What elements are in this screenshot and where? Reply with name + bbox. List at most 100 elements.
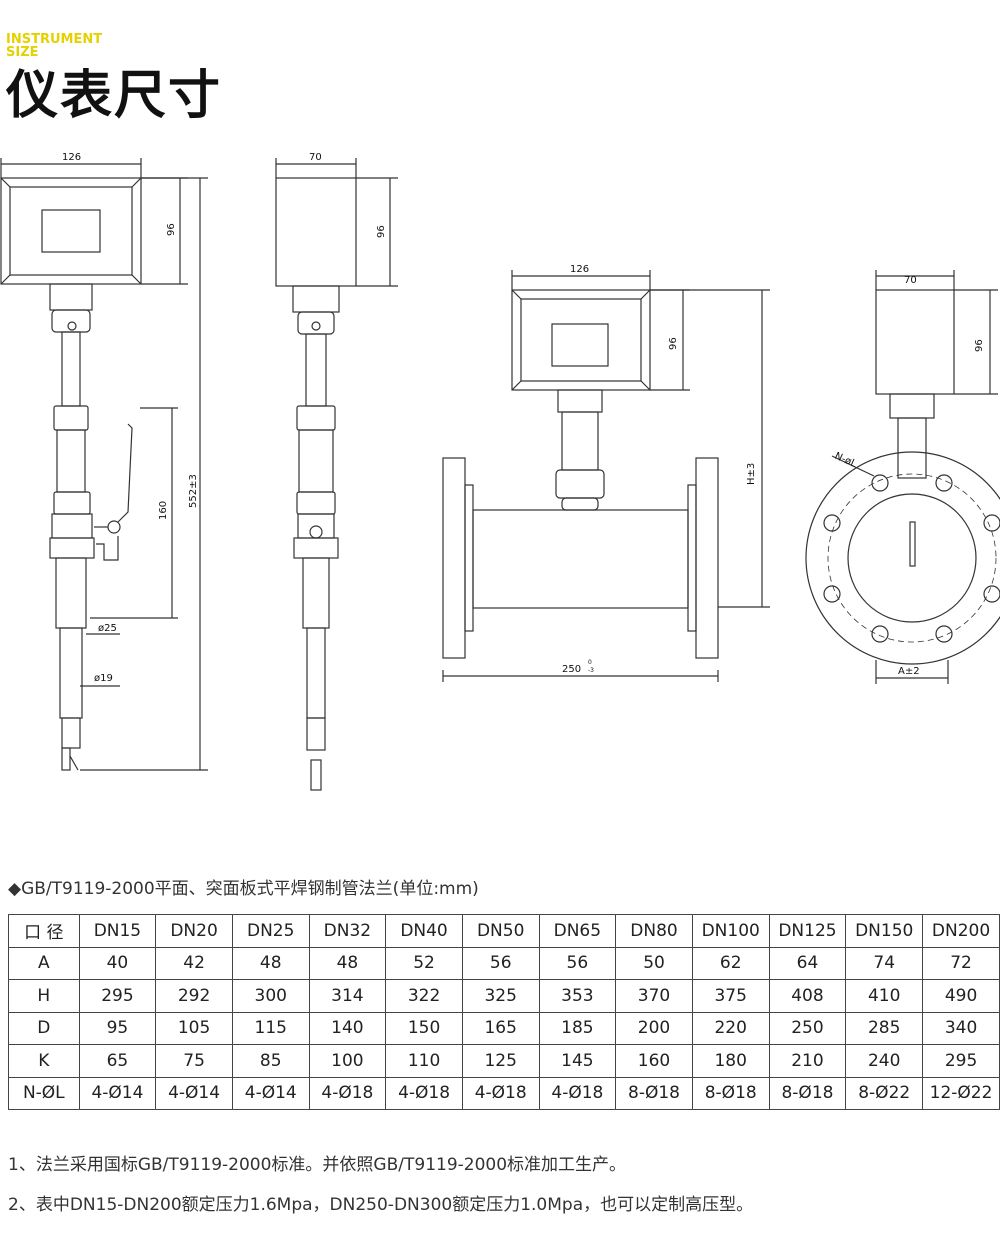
table-cell: DN15 [78, 914, 157, 948]
dim-side-head-height: 96 [376, 225, 387, 238]
note-2: 2、表中DN15-DN200额定压力1.6Mpa，DN250-DN300额定压力… [8, 1195, 754, 1215]
table-cell: 56 [538, 946, 617, 980]
table-cell: 250 [768, 1011, 847, 1045]
dim-flange-side-width: 70 [904, 275, 917, 286]
table-cell: 56 [461, 946, 540, 980]
table-cell: DN125 [768, 914, 847, 948]
table-cell: 42 [155, 946, 233, 980]
dim-insertion-width: 126 [62, 152, 81, 163]
table-cell: 85 [231, 1044, 310, 1078]
table-cell: 12-Ø22 [922, 1076, 1000, 1110]
dimension-drawing: 126 96 160 552±3 ø25 ø19 70 96 126 96 H±… [0, 152, 1000, 791]
dim-flange-side-head-height: 96 [974, 339, 985, 352]
dim-insertion-inner-dia: ø19 [94, 673, 113, 684]
table-cell: 4-Ø18 [538, 1076, 617, 1110]
table-cell: 8-Ø18 [691, 1076, 770, 1110]
table-cell: 340 [922, 1011, 1000, 1045]
dim-side-width: 70 [309, 152, 322, 163]
table-cell: 8-Ø18 [615, 1076, 693, 1110]
table-cell: DN25 [231, 914, 310, 948]
table-cell: 75 [155, 1044, 233, 1078]
table-cell: 314 [308, 979, 387, 1013]
table-cell: 375 [691, 979, 770, 1013]
row-header-cell: D [8, 1011, 80, 1045]
table-cell: 300 [231, 979, 310, 1013]
table-cell: DN20 [155, 914, 233, 948]
table-cell: 490 [922, 979, 1000, 1013]
insertion-front-view [0, 158, 208, 771]
page-title: 仪表尺寸 [6, 66, 223, 126]
table-cell: 240 [845, 1044, 924, 1078]
table-cell: 62 [691, 946, 770, 980]
row-header-cell: K [8, 1044, 80, 1078]
table-cell: 50 [615, 946, 693, 980]
table-cell: 100 [308, 1044, 387, 1078]
dim-flange-holes: N-øL [833, 451, 859, 470]
table-cell: 125 [461, 1044, 540, 1078]
table-cell: DN80 [615, 914, 693, 948]
table-cell: 408 [768, 979, 847, 1013]
insertion-side-view [275, 158, 398, 791]
table-cell: 210 [768, 1044, 847, 1078]
table-cell: DN200 [922, 914, 1000, 948]
table-cell: 4-Ø14 [231, 1076, 310, 1110]
dim-flange-tol-lower: -3 [588, 667, 594, 674]
table-cell: 40 [78, 946, 157, 980]
row-header-cell: 口 径 [8, 914, 80, 948]
table-cell: 140 [308, 1011, 387, 1045]
dim-flange-head-height: 96 [668, 337, 679, 350]
dim-insertion-outer-dia: ø25 [98, 623, 117, 634]
table-cell: 65 [78, 1044, 157, 1078]
table-cell: 8-Ø18 [768, 1076, 847, 1110]
table-cell: 295 [78, 979, 157, 1013]
table-cell: 150 [385, 1011, 463, 1045]
table-cell: 48 [231, 946, 310, 980]
table-cell: 74 [845, 946, 924, 980]
section-tag-en: INSTRUMENT SIZE [6, 33, 102, 59]
table-cell: 8-Ø22 [845, 1076, 924, 1110]
table-cell: 4-Ø14 [155, 1076, 233, 1110]
table-cell: 4-Ø14 [78, 1076, 157, 1110]
dim-flange-tol-upper: 0 [588, 659, 592, 666]
table-cell: 165 [461, 1011, 540, 1045]
dim-insertion-total: 552±3 [188, 474, 199, 508]
tag-en-line-1: INSTRUMENT [6, 32, 103, 47]
table-cell: 185 [538, 1011, 617, 1045]
table-cell: 180 [691, 1044, 770, 1078]
table-cell: DN100 [691, 914, 770, 948]
table-cell: 145 [538, 1044, 617, 1078]
table-cell: 110 [385, 1044, 463, 1078]
table-cell: DN32 [308, 914, 387, 948]
table-cell: 220 [691, 1011, 770, 1045]
dim-flange-length: 250 [562, 664, 581, 675]
table-cell: 64 [768, 946, 847, 980]
table-cell: 410 [845, 979, 924, 1013]
table-cell: 105 [155, 1011, 233, 1045]
table-cell: 200 [615, 1011, 693, 1045]
dim-insertion-head-height: 96 [166, 223, 177, 236]
table-cell: 160 [615, 1044, 693, 1078]
dim-flange-width: 126 [570, 264, 589, 275]
table-cell: DN65 [538, 914, 617, 948]
table-cell: 4-Ø18 [385, 1076, 463, 1110]
row-header-cell: H [8, 979, 80, 1013]
table-cell: 4-Ø18 [461, 1076, 540, 1110]
spec-table-title: ◆GB/T9119-2000平面、突面板式平焊钢制管法兰(单位:mm) [8, 879, 479, 899]
table-cell: 285 [845, 1011, 924, 1045]
table-cell: 370 [615, 979, 693, 1013]
table-cell: 48 [308, 946, 387, 980]
table-cell: 115 [231, 1011, 310, 1045]
flange-side-view [805, 270, 1000, 684]
table-cell: DN40 [385, 914, 463, 948]
note-1: 1、法兰采用国标GB/T9119-2000标准。并依照GB/T9119-2000… [8, 1155, 627, 1175]
table-cell: 95 [78, 1011, 157, 1045]
row-header-cell: N-ØL [8, 1076, 80, 1110]
table-cell: 4-Ø18 [308, 1076, 387, 1110]
